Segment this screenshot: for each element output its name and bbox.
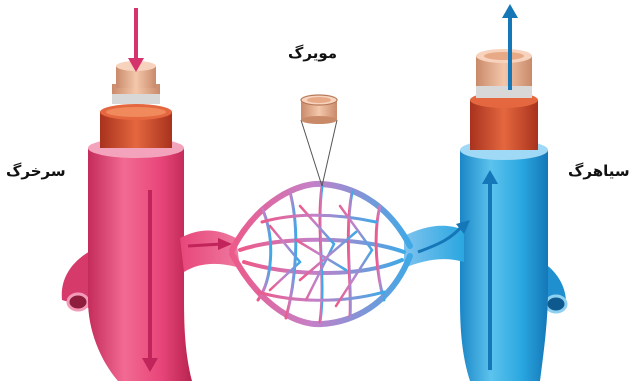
vein-label: سیاهرگ xyxy=(568,162,630,180)
capillary-network xyxy=(232,184,410,324)
artery-branch-opening xyxy=(68,294,88,310)
arteriole-arrow xyxy=(188,244,222,246)
vein xyxy=(460,4,566,381)
vein-outgoing-arrowhead xyxy=(502,4,518,18)
vein-endothelium xyxy=(476,84,532,98)
artery xyxy=(62,8,192,381)
capillary-cross-section xyxy=(301,95,337,186)
capillary-label: مویرگ xyxy=(288,44,337,62)
artery-label: سرخرگ xyxy=(6,162,66,180)
vein-branch-opening xyxy=(546,296,566,312)
vein-tube xyxy=(460,150,548,381)
artery-tube xyxy=(88,148,192,381)
